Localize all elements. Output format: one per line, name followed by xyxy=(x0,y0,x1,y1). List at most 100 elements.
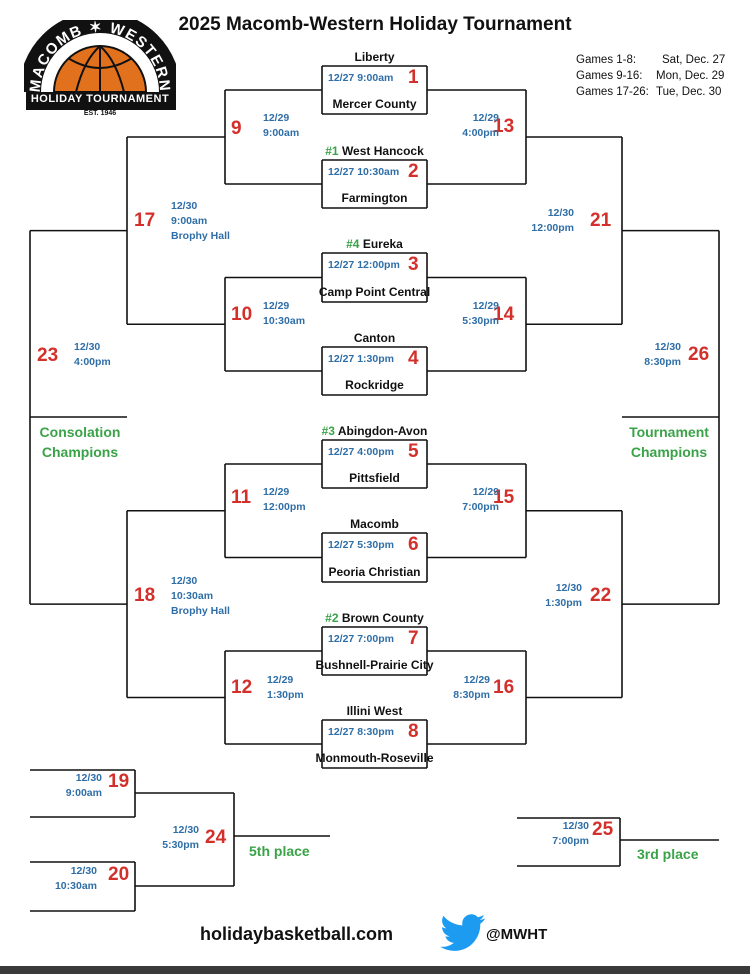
game-15-date: 12/29 xyxy=(472,486,499,498)
top-team-name: Illini West xyxy=(346,704,403,718)
game-4-time: 12/27 1:30pm xyxy=(328,353,394,365)
game-25-date: 12/30 xyxy=(562,820,589,832)
game-26-time: 8:30pm xyxy=(644,356,681,368)
logo-banner xyxy=(26,92,176,110)
twitter-bird-icon[interactable] xyxy=(440,914,486,952)
page-title: 2025 Macomb-Western Holiday Tournament xyxy=(178,14,572,35)
logo-established: EST. 1946 xyxy=(83,110,117,117)
game-17-number: 17 xyxy=(134,210,156,231)
game-12-schedule: 12/29 1:30pm xyxy=(267,673,304,703)
game-23-schedule: 12/30 4:00pm xyxy=(74,340,111,370)
game-8-top-team-label: Illini West xyxy=(282,704,467,718)
game-8-number: 8 xyxy=(408,721,419,742)
game-1-time: 12/27 9:00am xyxy=(328,72,394,84)
top-team-name: West Hancock xyxy=(341,144,424,158)
game-1-top-team-label: Liberty xyxy=(282,50,467,64)
game-4-bottom-team: Rockridge xyxy=(345,378,404,392)
game-16-date: 12/29 xyxy=(463,674,490,686)
game-18-number: 18 xyxy=(134,585,156,606)
tournament-line1: Tournament xyxy=(629,424,709,440)
game-25-schedule: 12/30 7:00pm xyxy=(545,819,589,849)
game-14-time: 5:30pm xyxy=(462,315,499,327)
tournament-champions-label: Tournament Champions xyxy=(619,422,719,462)
game-24-time: 5:30pm xyxy=(162,839,199,851)
game-9-number: 9 xyxy=(231,118,242,139)
game-12-number: 12 xyxy=(231,677,253,698)
game-6-number: 6 xyxy=(408,534,419,555)
game-1-bottom-team: Mercer County xyxy=(332,97,417,111)
game-26-date: 12/30 xyxy=(654,341,681,353)
tournament-logo: MACOMB ✶ WESTERN HOLIDAY TOURNAMENT EST.… xyxy=(19,11,181,120)
top-team-name: Eureka xyxy=(362,237,403,251)
game-10-number: 10 xyxy=(231,304,253,325)
game-8-time: 12/27 8:30pm xyxy=(328,726,394,738)
game-26-schedule: 12/30 8:30pm xyxy=(637,340,681,370)
top-team-name: Macomb xyxy=(350,517,399,531)
game-20-schedule: 12/30 10:30am xyxy=(53,864,97,894)
tournament-line2: Champions xyxy=(630,444,708,460)
game-11-schedule: 12/29 12:00pm xyxy=(263,485,306,515)
bottom-edge-bar xyxy=(0,966,750,974)
fifth-place-label: 5th place xyxy=(249,843,310,859)
game-23-date: 12/30 xyxy=(74,341,101,353)
game-19-number: 19 xyxy=(108,771,130,792)
game-13-date: 12/29 xyxy=(472,112,499,124)
game-7-bottom-team: Bushnell-Prairie City xyxy=(315,658,434,672)
game-4-number: 4 xyxy=(408,348,419,369)
game-23-time: 4:00pm xyxy=(74,356,111,368)
website-link[interactable]: holidaybasketball.com xyxy=(200,924,394,944)
game-17-venue: Brophy Hall xyxy=(171,230,230,242)
game-11-number: 11 xyxy=(231,487,252,508)
game-6-top-team-label: Macomb xyxy=(282,517,467,531)
game-12-date: 12/29 xyxy=(267,674,294,686)
game-20-date: 12/30 xyxy=(70,865,97,877)
game-5-time: 12/27 4:00pm xyxy=(328,446,394,458)
game-11-date: 12/29 xyxy=(263,486,290,498)
consolation-line1: Consolation xyxy=(39,424,121,440)
game-14-number: 14 xyxy=(493,304,515,325)
game-20-time: 10:30am xyxy=(54,880,97,892)
top-team-name: Brown County xyxy=(341,611,424,625)
game-7-number: 7 xyxy=(408,628,419,649)
game-26-number: 26 xyxy=(688,344,710,365)
game-17-date: 12/30 xyxy=(171,200,198,212)
game-2-number: 2 xyxy=(408,161,419,182)
seed-badge: #2 xyxy=(325,611,339,625)
schedule-legend-date-9-16: Mon, Dec. 29 xyxy=(656,70,725,82)
basketball-logo-icon: MACOMB ✶ WESTERN xyxy=(19,11,181,93)
game-10-date: 12/29 xyxy=(263,300,290,312)
twitter-handle[interactable]: @MWHT xyxy=(486,926,548,943)
game-12-time: 1:30pm xyxy=(267,689,304,701)
game-22-date: 12/30 xyxy=(555,582,582,594)
game-9-time: 9:00am xyxy=(263,127,300,139)
game-19-date: 12/30 xyxy=(75,772,102,784)
game-11-time: 12:00pm xyxy=(263,501,306,513)
game-10-time: 10:30am xyxy=(263,315,306,327)
game-4-top-team-label: Canton xyxy=(282,331,467,345)
game-25-number: 25 xyxy=(592,819,614,840)
game-7-time: 12/27 7:00pm xyxy=(328,633,394,645)
top-team-name: Abingdon-Avon xyxy=(337,424,428,438)
seed-badge: #3 xyxy=(321,424,335,438)
game-16-number: 16 xyxy=(493,677,515,698)
game-2-bottom-team: Farmington xyxy=(341,191,408,205)
game-25-time: 7:00pm xyxy=(552,835,589,847)
seed-badge: #4 xyxy=(346,237,360,251)
game-13-time: 4:00pm xyxy=(462,127,499,139)
game-18-venue: Brophy Hall xyxy=(171,605,230,617)
game-13-schedule: 12/29 4:00pm xyxy=(455,111,499,141)
game-21-date: 12/30 xyxy=(547,207,574,219)
game-1-number: 1 xyxy=(408,67,419,88)
game-5-bottom-team: Pittsfield xyxy=(349,471,400,485)
game-10-schedule: 12/29 10:30am xyxy=(263,299,305,329)
seed-badge: #1 xyxy=(325,144,339,158)
game-9-date: 12/29 xyxy=(263,112,290,124)
